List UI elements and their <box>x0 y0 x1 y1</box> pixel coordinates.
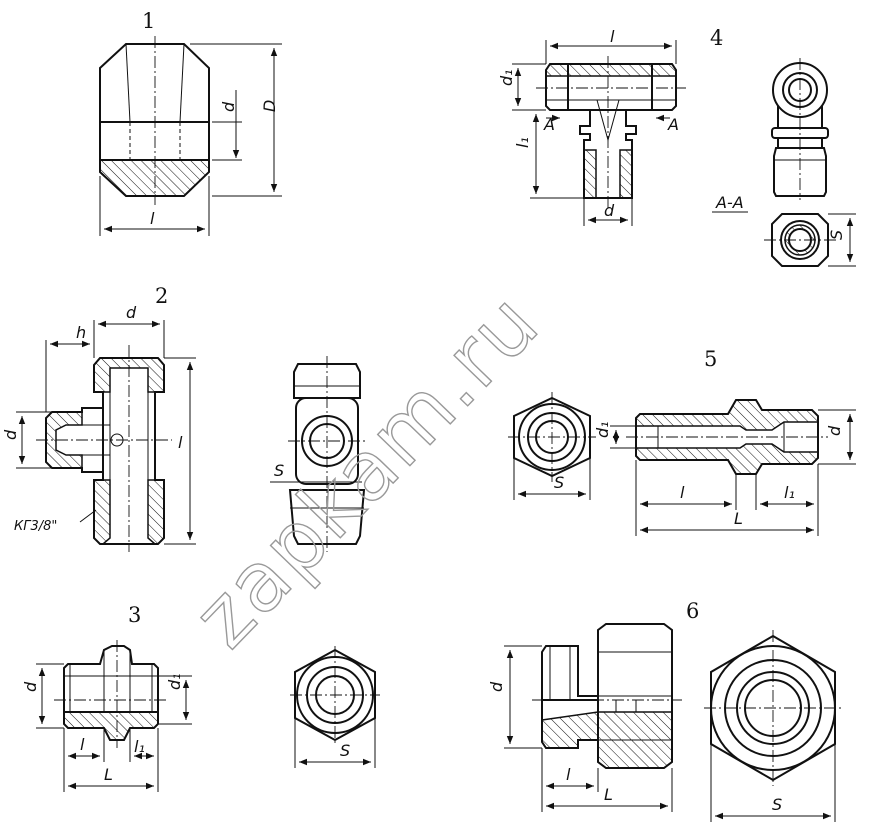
label-l: l <box>566 765 571 784</box>
label-l: l <box>610 27 615 46</box>
figure-number-4: 4 <box>710 26 723 50</box>
label-d1: d₁ <box>593 421 612 438</box>
label-d1: d₁ <box>497 69 516 86</box>
label-L: L <box>734 509 743 528</box>
label-L: L <box>104 765 113 784</box>
label-d: d <box>604 201 615 220</box>
label-d-top: d <box>126 303 137 322</box>
label-l: l <box>680 483 685 502</box>
figure-1-plug: 1 D d l <box>99 9 282 236</box>
label-d: d <box>21 681 40 692</box>
section-mark-right: A <box>667 115 679 134</box>
figure-6-coupling: 6 d l L S <box>487 599 842 822</box>
section-title: A-A <box>715 193 744 212</box>
figure-number-6: 6 <box>686 599 699 623</box>
figure-number-1: 1 <box>142 9 155 33</box>
label-l: l <box>178 433 183 452</box>
label-l1: l₁ <box>513 137 532 148</box>
figure-number-3: 3 <box>128 603 141 627</box>
label-S: S <box>340 741 350 760</box>
thread-designation: КГ3/8" <box>14 519 57 534</box>
label-l1: l₁ <box>784 483 795 502</box>
figure-2-tee: 2 h d d l <box>1 284 368 552</box>
figure-number-5: 5 <box>704 347 717 371</box>
label-S: S <box>827 230 846 240</box>
label-d: d <box>825 425 844 436</box>
watermark: zapkam.ru <box>176 275 558 666</box>
label-S: S <box>274 461 284 480</box>
figure-5-nipple: 5 S d₁ d <box>508 347 856 536</box>
section-mark-left: A <box>543 115 555 134</box>
label-S: S <box>554 473 564 492</box>
label-S: S <box>772 795 782 814</box>
label-L: L <box>604 785 613 804</box>
figure-4-tee: 4 A A l d₁ l₁ <box>497 26 856 267</box>
label-l: l <box>80 735 85 754</box>
label-l1: l₁ <box>134 737 145 756</box>
figure-number-2: 2 <box>155 284 168 308</box>
label-d: d <box>219 101 238 112</box>
label-d-left: d <box>1 429 20 440</box>
label-h: h <box>76 323 86 342</box>
label-d1: d₁ <box>165 673 184 690</box>
label-D: D <box>260 100 279 112</box>
label-d: d <box>487 681 506 692</box>
label-l: l <box>150 209 155 228</box>
figure-3-nipple: 3 d d₁ l l₁ L <box>21 603 380 792</box>
